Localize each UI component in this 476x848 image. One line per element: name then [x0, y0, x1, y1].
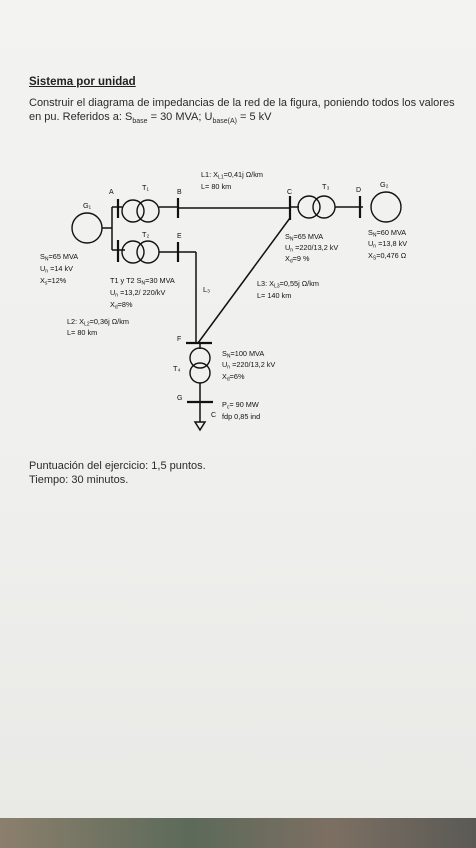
t4-label: T₄	[173, 364, 180, 373]
t3-winding-primary	[297, 195, 321, 219]
t4-winding-secondary	[189, 362, 211, 384]
statement-main: Construir el diagrama de impedancias de …	[29, 97, 455, 123]
svg-text:SN=65 MVA: SN=65 MVA	[285, 232, 323, 243]
t2-winding-secondary	[136, 240, 160, 264]
svg-text:T1 y T2 SN=30 MVA: T1 y T2 SN=30 MVA	[110, 276, 175, 287]
t1t2-specs: T1 y T2 SN=30 MVA Un =13,2/ 220/kV Xd=8%	[110, 276, 175, 311]
l3-specs: L3: XL3=0,55j Ω/km L= 140 km	[257, 279, 319, 300]
g1-label: G₁	[83, 201, 92, 210]
g2-specs: SN=60 MVA Un =13,8 kV XS=0,476 Ω	[368, 228, 407, 262]
t3-label: T₃	[322, 182, 329, 191]
u-base-subscript: base(A)	[212, 118, 237, 126]
svg-text:Xs=12%: Xs=12%	[40, 276, 67, 287]
s-base-subscript: base	[132, 118, 148, 126]
svg-text:SN=100 MVA: SN=100 MVA	[222, 349, 264, 360]
page-title: Sistema por unidad	[29, 76, 136, 88]
single-line-diagram: G₁ A T₁ B L1: XL1=0,41j Ω/km L= 80 km C …	[40, 170, 407, 432]
l3-mark: L₃	[203, 285, 210, 294]
node-g-label: G	[177, 395, 182, 402]
svg-text:Xd=9 %: Xd=9 %	[285, 254, 310, 265]
statement-eq1: = 30 MVA; U	[147, 111, 213, 123]
l1-length: L= 80 km	[201, 182, 231, 191]
score-text: Puntuación del ejercicio: 1,5 puntos.	[29, 460, 206, 472]
node-f-label: F	[177, 336, 181, 343]
l2-specs: L2: XL2=0,36j Ω/km L= 80 km	[67, 317, 129, 337]
svg-text:L= 140 km: L= 140 km	[257, 291, 291, 300]
node-c-label: C	[287, 189, 292, 196]
svg-text:SN=65 MVA: SN=65 MVA	[40, 252, 78, 263]
t1-winding-primary	[121, 199, 145, 223]
node-b-label: B	[177, 189, 182, 196]
svg-text:Un =13,8 kV: Un =13,8 kV	[368, 239, 407, 250]
l1-reactance: L1: XL1=0,41j Ω/km	[201, 170, 263, 181]
t2-winding-primary	[121, 240, 145, 264]
time-text: Tiempo: 30 minutos.	[29, 474, 129, 486]
t1-winding-secondary	[136, 199, 160, 223]
svg-text:fdp 0,85 ind: fdp 0,85 ind	[222, 412, 260, 421]
node-d-label: D	[356, 187, 361, 194]
g1-generator-symbol	[71, 212, 103, 244]
t4-winding-primary	[189, 347, 211, 369]
g2-label: G₂	[380, 180, 389, 189]
node-c-load-label: C	[211, 412, 216, 419]
t3-winding-secondary	[312, 195, 336, 219]
g1-specs: SN=65 MVA Un =14 kV Xs=12%	[40, 252, 78, 287]
node-e-label: E	[177, 233, 182, 240]
t3-specs: SN=65 MVA Un =220/13,2 kV Xd=9 %	[285, 232, 338, 265]
t4-specs: SN=100 MVA Un =220/13,2 kV Xd=6%	[222, 349, 275, 383]
svg-text:L3: XL3=0,55j Ω/km: L3: XL3=0,55j Ω/km	[257, 279, 319, 290]
svg-text:Un =14 kV: Un =14 kV	[40, 264, 73, 275]
background-floor	[0, 818, 476, 848]
svg-text:Un =220/13,2 kV: Un =220/13,2 kV	[222, 360, 275, 371]
g2-generator-symbol	[370, 191, 402, 223]
node-a-label: A	[109, 189, 114, 196]
t2-label: T₂	[142, 230, 149, 239]
svg-text:L= 80 km: L= 80 km	[67, 328, 97, 337]
svg-text:XS=0,476 Ω: XS=0,476 Ω	[368, 251, 407, 262]
svg-text:Un =220/13,2 kV: Un =220/13,2 kV	[285, 243, 338, 254]
t1-label: T₁	[142, 183, 149, 192]
load-specs: Pc= 90 MW fdp 0,85 ind	[222, 400, 260, 421]
load-arrow	[193, 421, 207, 432]
svg-text:Xd=6%: Xd=6%	[222, 372, 245, 383]
svg-text:Un =13,2/ 220/kV: Un =13,2/ 220/kV	[110, 288, 165, 299]
problem-statement: Construir el diagrama de impedancias de …	[29, 96, 459, 129]
svg-text:Xd=8%: Xd=8%	[110, 300, 133, 311]
statement-eq2: = 5 kV	[236, 111, 272, 123]
line-l3	[197, 217, 291, 344]
paper-sheet	[0, 0, 476, 820]
svg-text:SN=60 MVA: SN=60 MVA	[368, 228, 406, 239]
svg-text:L2: XL2=0,36j Ω/km: L2: XL2=0,36j Ω/km	[67, 317, 129, 328]
svg-text:Pc= 90 MW: Pc= 90 MW	[222, 400, 259, 411]
